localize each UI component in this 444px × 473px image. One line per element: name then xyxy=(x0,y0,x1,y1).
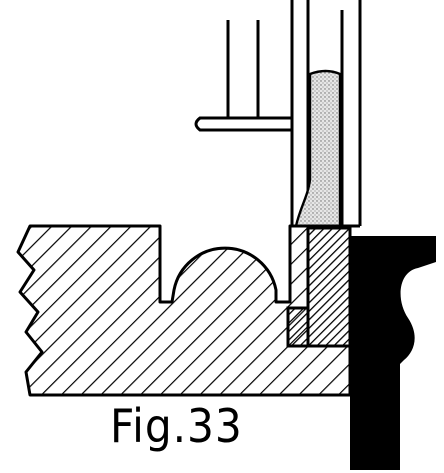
moulding-board xyxy=(16,224,352,397)
figure-caption: Fig.33 xyxy=(110,399,243,453)
rebate-section xyxy=(286,226,352,348)
cutting-iron xyxy=(294,69,342,228)
fence-block xyxy=(350,236,436,470)
guide-rod xyxy=(194,116,294,132)
